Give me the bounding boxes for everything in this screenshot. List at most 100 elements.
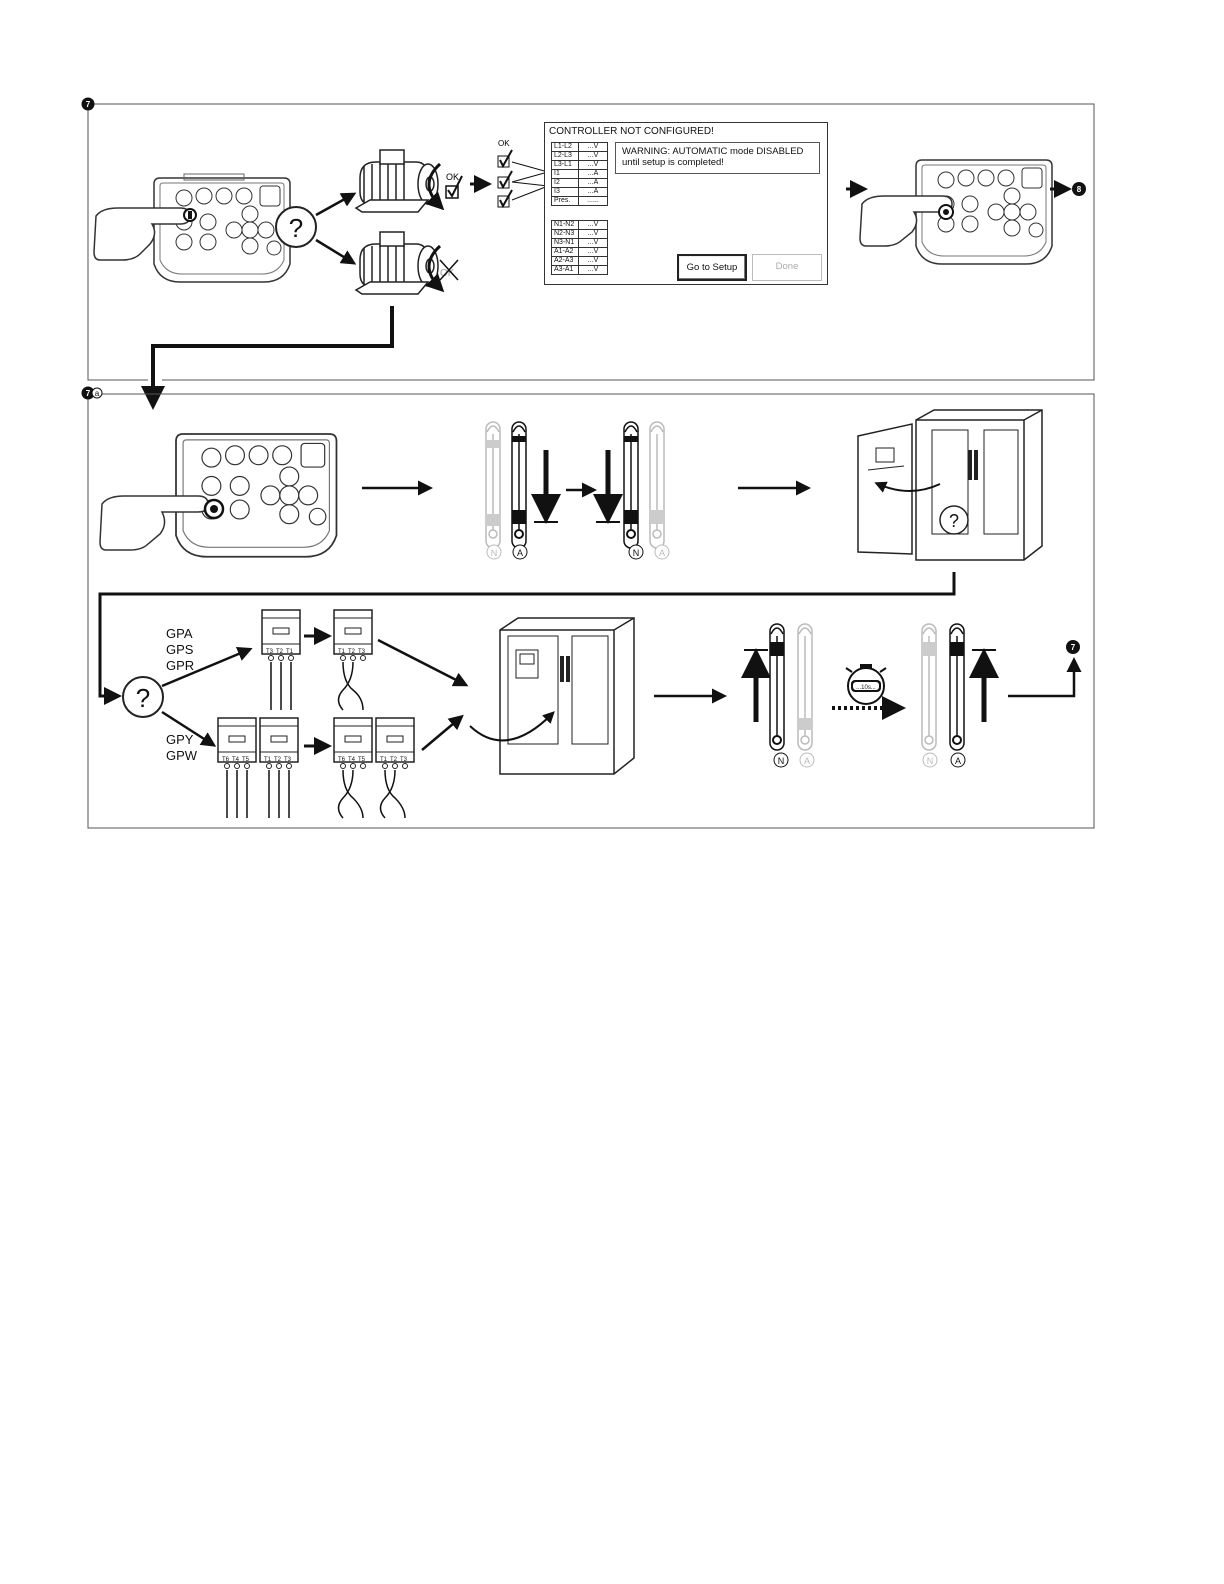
transfer-switch-a-lowered xyxy=(511,421,527,549)
measurement-value: ...A xyxy=(578,187,608,197)
measurement-row: I3...A xyxy=(551,187,608,197)
step-7-return-badge: 7 xyxy=(1066,640,1080,654)
svg-text:OK: OK xyxy=(446,172,459,182)
transfer-switch-n-lowered xyxy=(623,421,639,549)
question-icon-2: ? xyxy=(939,505,969,535)
measurement-row: N2-N3...V xyxy=(551,229,608,239)
terminal-label: T3 xyxy=(284,757,292,763)
model-label: GPR xyxy=(166,658,195,673)
stop-button-pressed xyxy=(183,208,197,222)
done-button[interactable]: Done xyxy=(752,254,822,281)
measurement-key: L3-L1 xyxy=(551,160,579,170)
terminal-label: T2 xyxy=(276,649,284,655)
arrow-back-to-step-7 xyxy=(1008,657,1082,698)
terminal-label: T5 xyxy=(242,757,250,763)
dialog-title: CONTROLLER NOT CONFIGURED! xyxy=(549,126,714,137)
svg-text:A: A xyxy=(517,548,523,558)
measurement-value: ...V xyxy=(578,220,608,230)
terminal-label: T2 xyxy=(348,649,356,655)
measurement-row: I2...A xyxy=(551,178,608,188)
arrow-pair-to-cabinet xyxy=(421,714,464,751)
svg-text:7: 7 xyxy=(1071,643,1076,652)
svg-text:OK: OK xyxy=(498,139,510,148)
contactor-pair-before-a xyxy=(217,717,257,818)
measurement-row: L2-L3...V xyxy=(551,151,608,161)
measurement-key: A1-A2 xyxy=(551,247,579,257)
arrow-to-correct-rotation xyxy=(315,192,357,217)
terminal-label: T2 xyxy=(274,757,282,763)
terminal-label: T2 xyxy=(390,757,398,763)
switch-label-n-1: N xyxy=(486,544,502,560)
switch-label-a-2: A xyxy=(654,544,670,560)
svg-text:a: a xyxy=(95,389,100,398)
transfer-switch-n-faded xyxy=(485,421,501,549)
contactor-pair-after-a xyxy=(333,717,373,819)
measurement-key: L2-L3 xyxy=(551,151,579,161)
svg-text:N: N xyxy=(778,756,785,766)
measurement-key: L1-L2 xyxy=(551,142,579,152)
svg-text:?: ? xyxy=(949,511,959,531)
model-group-2: GPY GPW xyxy=(166,732,197,764)
arrow-to-section-7a xyxy=(141,306,394,410)
measurement-value: ...V xyxy=(578,142,608,152)
pressing-hand-2 xyxy=(859,195,953,247)
measurement-row: L1-L2...V xyxy=(551,142,608,152)
measurement-row: Pres....... xyxy=(551,196,608,206)
contactor-pair-before-b xyxy=(259,717,299,818)
switch-label-n-2: N xyxy=(628,544,644,560)
transfer-switch-n-faded-2 xyxy=(921,623,937,751)
terminal-label: T5 xyxy=(358,757,366,763)
pressing-hand-3 xyxy=(99,495,209,551)
switch-label-n-4: N xyxy=(922,752,938,768)
terminal-label: T6 xyxy=(222,757,230,763)
question-icon: ? xyxy=(275,206,317,248)
measurement-value: ...... xyxy=(578,196,608,206)
measurement-value: ...V xyxy=(578,256,608,266)
motor-wrong-rotation xyxy=(355,231,445,295)
svg-text:N: N xyxy=(633,548,640,558)
ok-check-icon: OK xyxy=(445,172,463,199)
step-7-badge: 7 xyxy=(81,97,95,111)
terminal-label: T1 xyxy=(380,757,388,763)
terminal-label: T3 xyxy=(400,757,408,763)
not-ok-cross-icon: OK xyxy=(439,259,459,281)
measurement-key: I3 xyxy=(551,187,579,197)
arrow-to-wiring-decision xyxy=(98,572,956,705)
measurement-row: N1-N2...V xyxy=(551,220,608,230)
auto-button-pressed xyxy=(938,204,954,220)
step-8-badge: 8 xyxy=(1072,182,1086,196)
switch-label-n-3: N xyxy=(773,752,789,768)
contactor-pair-after-b xyxy=(375,717,415,819)
measurement-row: N3-N1...V xyxy=(551,238,608,248)
question-icon-3: ? xyxy=(122,676,164,718)
measurement-checks: OK xyxy=(497,139,549,209)
contactor-single-before xyxy=(261,609,301,710)
warning-message: WARNING: AUTOMATIC mode DISABLED until s… xyxy=(615,142,820,174)
terminal-label: T3 xyxy=(358,649,366,655)
reset-button-pressed xyxy=(203,498,225,520)
go-to-setup-button[interactable]: Go to Setup xyxy=(677,254,747,281)
measurement-value: ...V xyxy=(578,238,608,248)
controller-not-configured-dialog: CONTROLLER NOT CONFIGURED! WARNING: AUTO… xyxy=(544,122,828,285)
motor-correct-rotation xyxy=(355,149,445,213)
arrow-to-wrong-rotation xyxy=(315,238,357,265)
svg-text:8: 8 xyxy=(1077,185,1082,194)
measurement-row: A3-A1...V xyxy=(551,265,608,275)
measurement-value: ...A xyxy=(578,178,608,188)
measurement-key: N1-N2 xyxy=(551,220,579,230)
switch-label-a-1: A xyxy=(512,544,528,560)
measurement-value: ...V xyxy=(578,247,608,257)
measurement-value: ...V xyxy=(578,229,608,239)
pressing-hand xyxy=(93,207,191,261)
arrow-to-double-contactor xyxy=(161,710,217,747)
terminal-label: T1 xyxy=(264,757,272,763)
arrow-single-to-cabinet xyxy=(377,638,469,687)
controller-keypad xyxy=(153,173,291,283)
measurement-value: ...V xyxy=(578,151,608,161)
contactor-single-after xyxy=(333,609,373,711)
svg-text:...10s...: ...10s... xyxy=(856,685,876,691)
terminal-label: T1 xyxy=(286,649,294,655)
